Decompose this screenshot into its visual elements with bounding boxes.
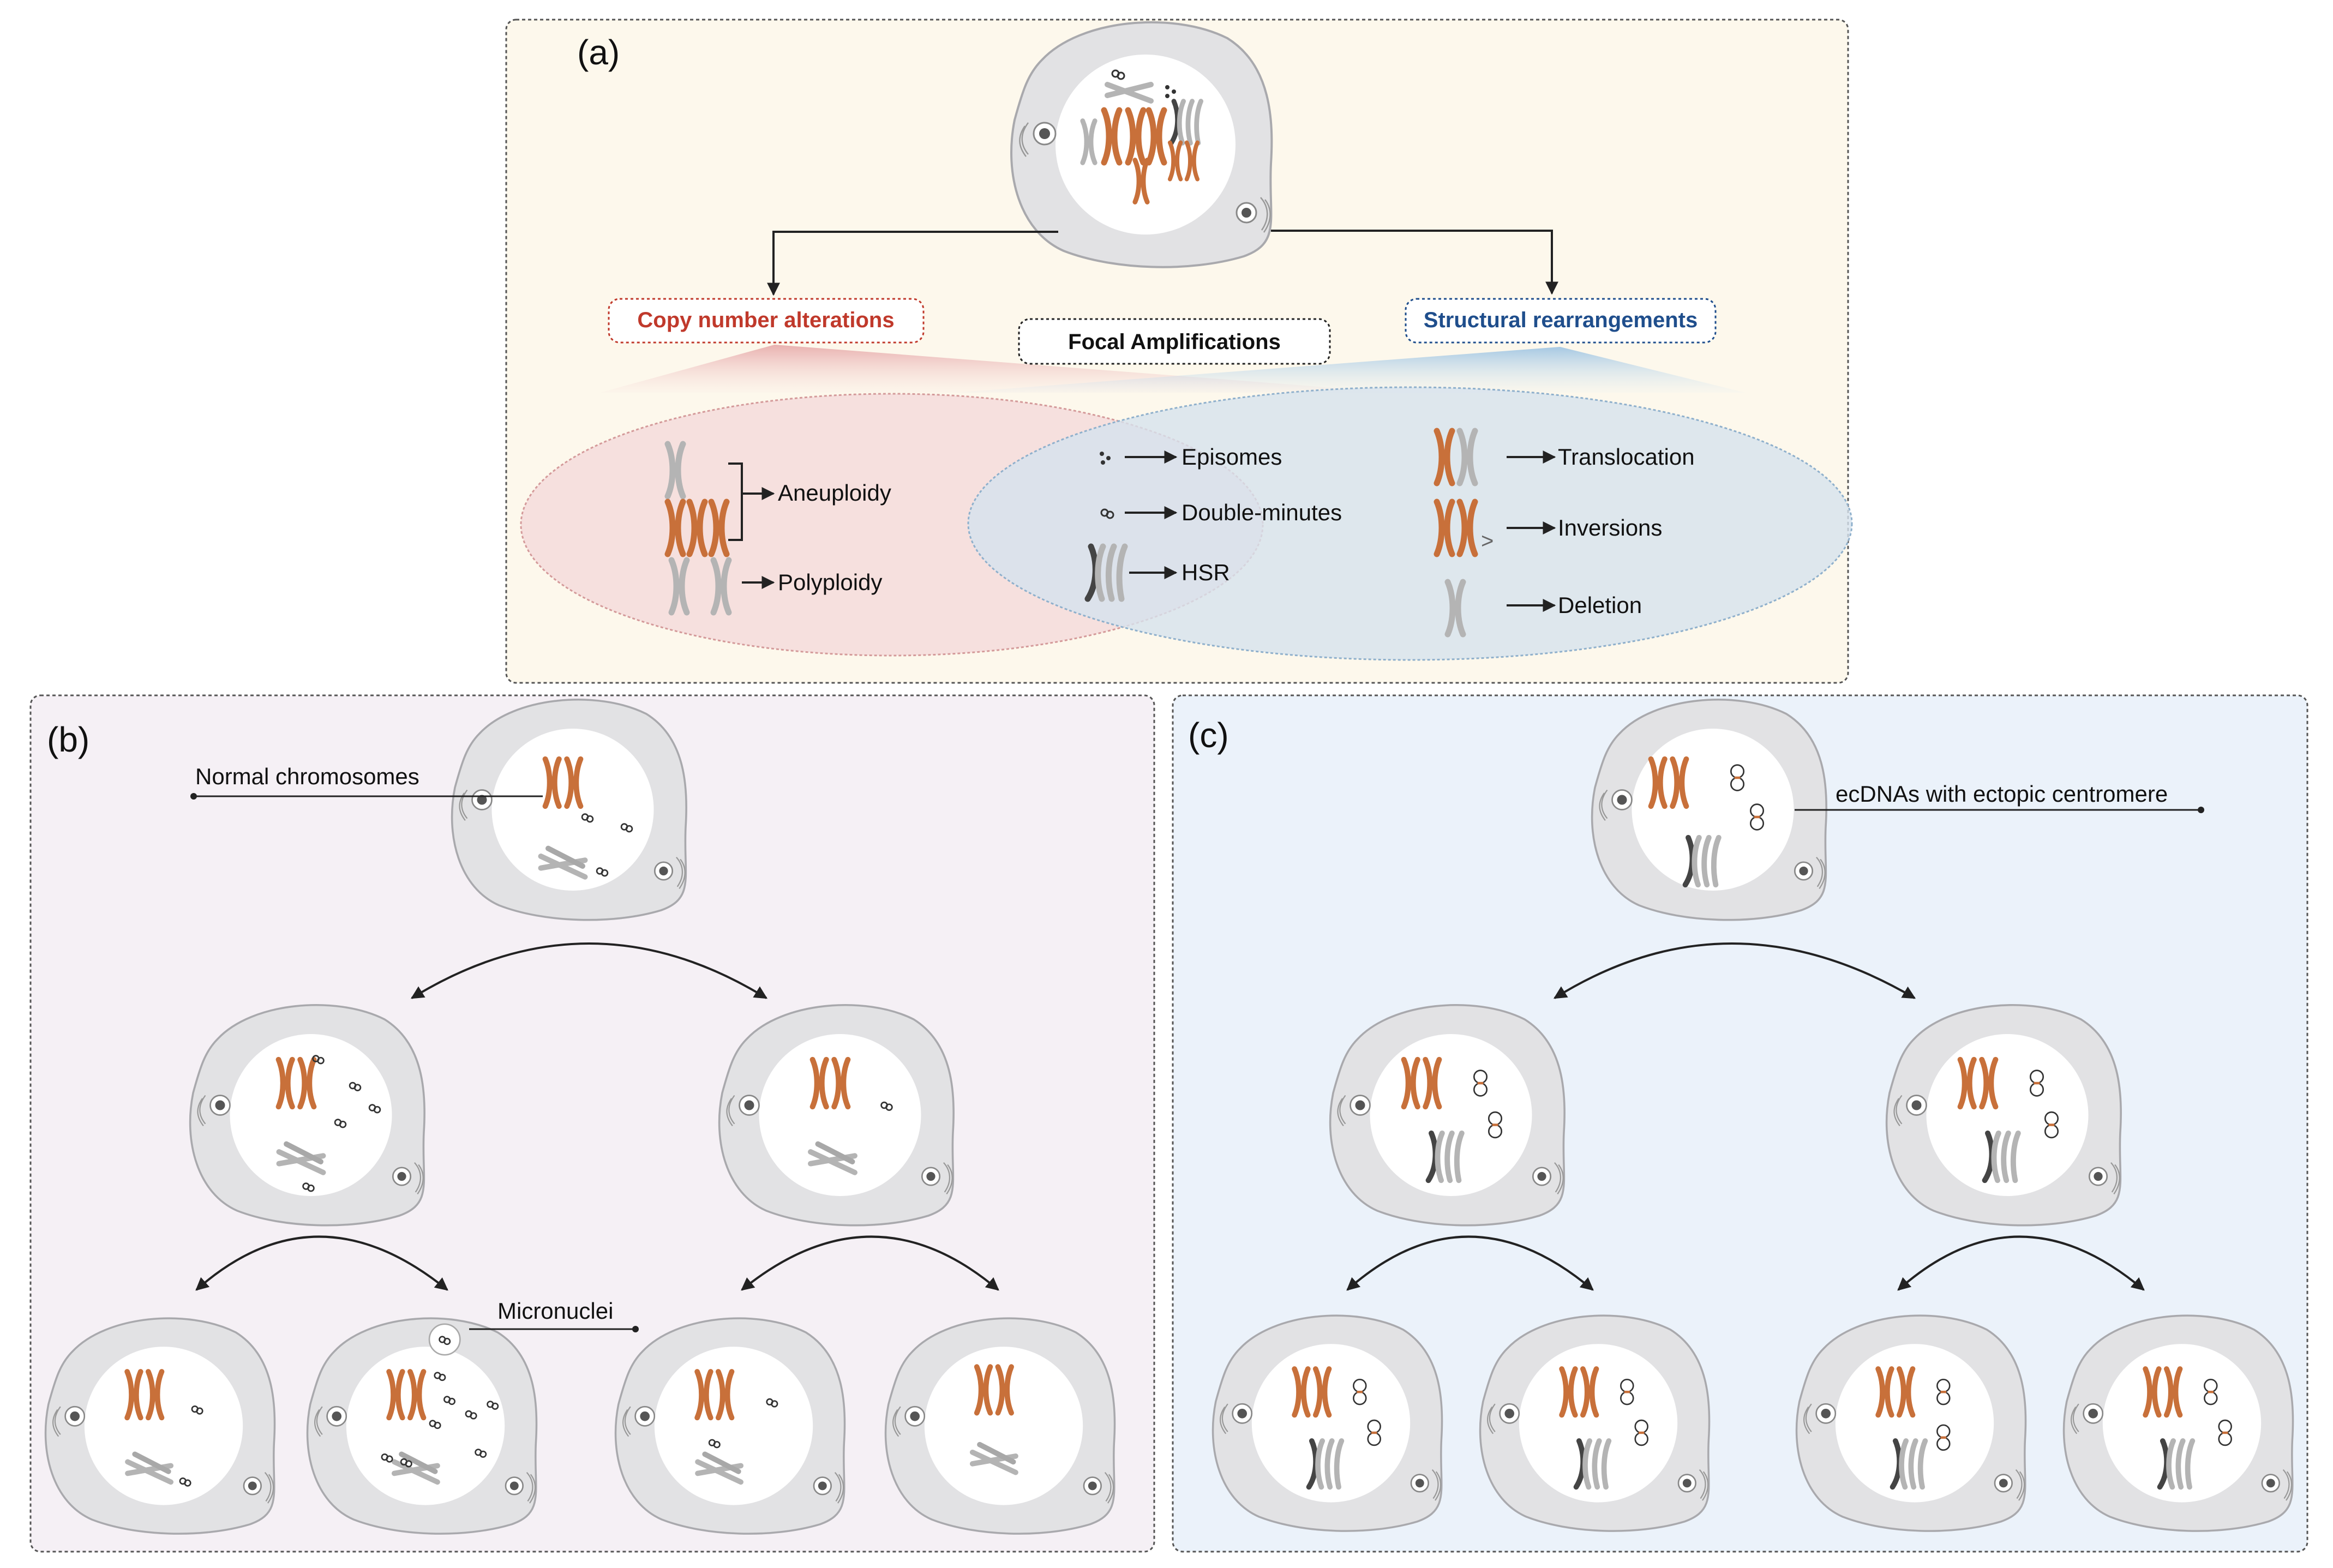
panel-b-parent-cell <box>452 700 687 920</box>
translocation-group: Translocation <box>1437 431 1695 483</box>
polyploidy-group: Polyploidy <box>671 560 882 612</box>
arrow-to-structural <box>1271 230 1558 295</box>
panel-a-label: (a) <box>577 33 620 72</box>
panel-c-label: (c) <box>1188 716 1229 755</box>
panel-b-gen2-cell-4 <box>886 1318 1115 1534</box>
panel-c-split-arrows-2 <box>1346 1235 1594 1291</box>
callout-ecdna-label: ecDNAs with ectopic centromere <box>1836 781 2168 807</box>
panel-b-daughter-left <box>190 1005 425 1225</box>
polyploidy-label: Polyploidy <box>778 569 882 595</box>
episomes-group: Episomes <box>1100 444 1282 470</box>
structural-wedge <box>955 347 1746 393</box>
panel-c-gen2-cell-3 <box>1797 1315 2026 1531</box>
category-structural: Structural rearrangements <box>1405 298 1717 344</box>
category-focal: Focal Amplifications <box>1018 318 1331 365</box>
double-minutes-group: Double-minutes <box>1100 500 1342 525</box>
panel-b-gen2-cell-1 <box>46 1318 275 1534</box>
translocation-label: Translocation <box>1558 444 1695 470</box>
category-copy-number-label: Copy number alterations <box>637 308 894 332</box>
deletion-group: Deletion <box>1448 582 1642 634</box>
panel-b-split-arrows-1 <box>410 942 768 999</box>
arrow-to-copy-number <box>767 231 1058 296</box>
callout-normal-label: Normal chromosomes <box>195 764 419 789</box>
panel-b-split-arrows-3 <box>741 1235 999 1291</box>
deletion-label: Deletion <box>1558 592 1642 618</box>
inversions-label: Inversions <box>1558 515 1662 540</box>
panel-c-gen2-cell-4 <box>2064 1315 2293 1531</box>
panel-b-gen2-cell-2 <box>308 1318 537 1534</box>
panel-a: (a) Copy number alterations <box>505 19 1853 684</box>
aneuploidy-group: Aneuploidy <box>668 444 891 554</box>
panel-a-source-cell <box>1011 22 1272 267</box>
panel-c-daughter-right <box>1887 1005 2121 1225</box>
hsr-label: HSR <box>1182 560 1230 585</box>
panel-c-gen2-cell-2 <box>1480 1315 1710 1531</box>
hsr-group: HSR <box>1088 546 1230 599</box>
panel-b: (b) Normal chromosomes <box>29 694 1155 1553</box>
double-minutes-label: Double-minutes <box>1182 500 1342 525</box>
panel-c-daughter-left <box>1330 1005 1565 1225</box>
panel-b-gen2-cell-3 <box>616 1318 845 1534</box>
aneuploidy-label: Aneuploidy <box>778 480 891 506</box>
panel-c-parent-cell <box>1592 700 1827 920</box>
panel-c-split-arrows-1 <box>1553 942 1916 999</box>
panel-b-daughter-right <box>719 1005 954 1225</box>
structural-ellipse <box>967 386 1853 661</box>
panel-b-split-arrows-2 <box>195 1235 448 1291</box>
panel-c: (c) ecDNAs with ectopic centromere <box>1172 694 2308 1553</box>
category-structural-label: Structural rearrangements <box>1424 308 1698 332</box>
panel-c-split-arrows-3 <box>1897 1235 2145 1291</box>
inversions-group: > Inversions <box>1437 502 1662 554</box>
panel-b-label: (b) <box>47 720 89 759</box>
inversion-mark: > <box>1481 529 1494 553</box>
category-focal-label: Focal Amplifications <box>1068 330 1281 354</box>
callout-micronuclei-label: Micronuclei <box>497 1298 613 1324</box>
episomes-label: Episomes <box>1182 444 1282 470</box>
panel-c-gen2-cell-1 <box>1213 1315 1442 1531</box>
category-copy-number: Copy number alterations <box>608 298 925 344</box>
